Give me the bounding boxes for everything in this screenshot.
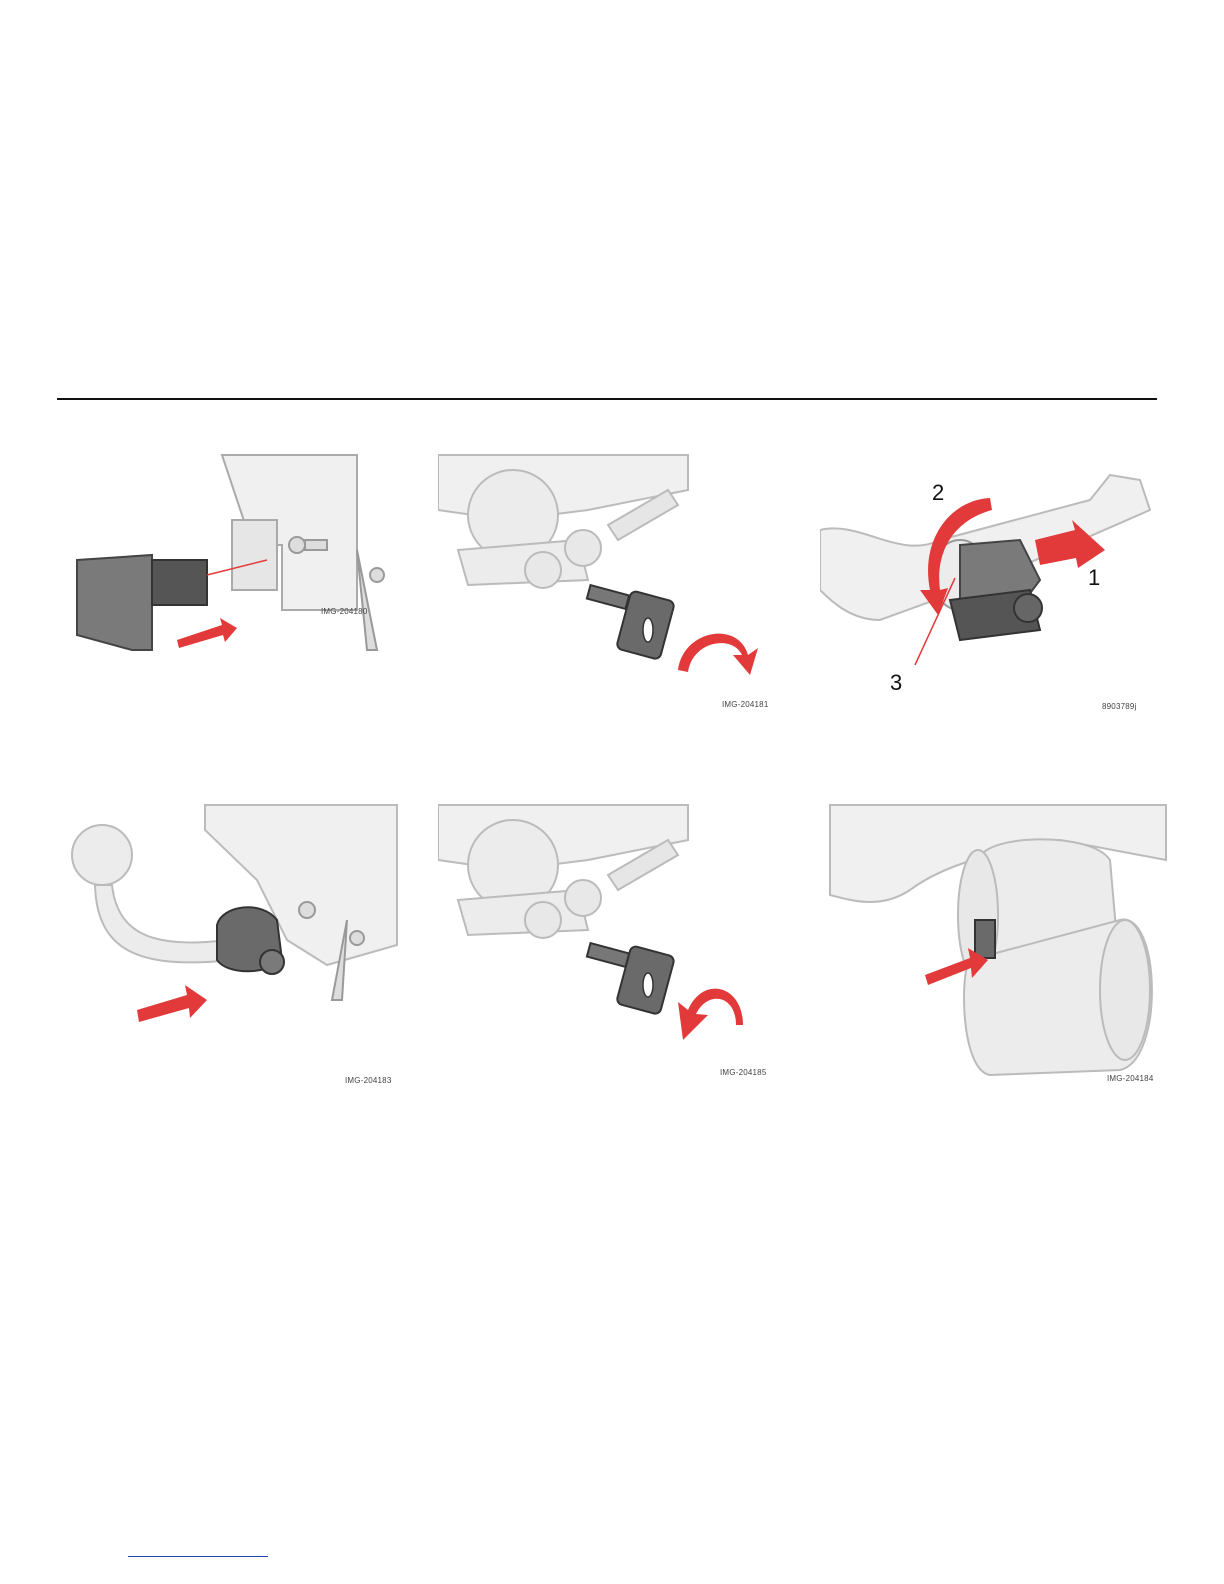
- key-turn-unlock-illustration: [438, 450, 798, 740]
- callout-2: 2: [932, 480, 944, 506]
- illustration-panel-4: IMG-204183: [57, 800, 417, 1090]
- image-caption: 8903789j: [1102, 702, 1137, 711]
- towball-insert-illustration: [57, 800, 417, 1090]
- key-turn-lock-illustration: [438, 800, 798, 1090]
- footer-link-underline[interactable]: [128, 1556, 268, 1557]
- illustration-panel-3: 1 2 3 8903789j: [820, 470, 1180, 760]
- illustration-panel-2: IMG-204181: [438, 450, 798, 740]
- lock-button-press-illustration: [820, 800, 1180, 1090]
- section-divider: [57, 398, 1157, 400]
- image-caption: IMG-204184: [1107, 1074, 1153, 1083]
- image-caption: IMG-204180: [321, 607, 367, 616]
- illustration-panel-6: IMG-204184: [820, 800, 1180, 1090]
- callout-1: 1: [1088, 565, 1100, 591]
- illustration-panel-1: IMG-204180: [57, 450, 417, 740]
- cap-push-rotate-illustration: [820, 470, 1180, 760]
- image-caption: IMG-204185: [720, 1068, 766, 1077]
- illustration-panel-5: IMG-204185: [438, 800, 798, 1090]
- image-caption: IMG-204181: [722, 700, 768, 709]
- callout-3: 3: [890, 670, 902, 696]
- image-caption: IMG-204183: [345, 1076, 391, 1085]
- towbar-cover-removal-illustration: [57, 450, 417, 740]
